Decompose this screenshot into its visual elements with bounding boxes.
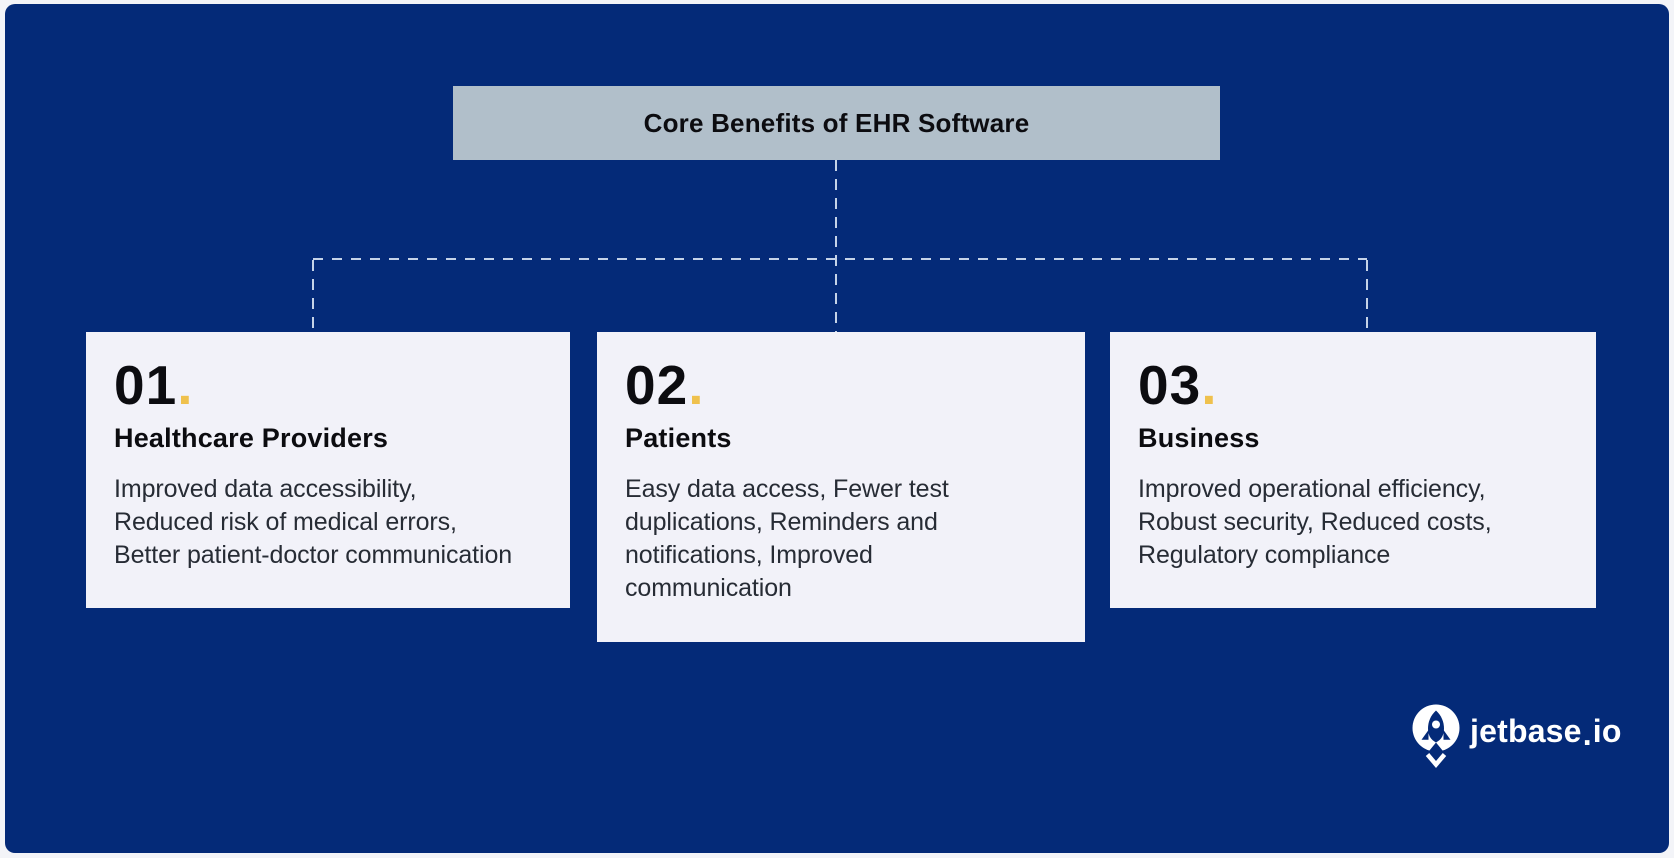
page-title: Core Benefits of EHR Software [643, 107, 1030, 138]
card-description-line: Better patient-doctor communication [114, 541, 513, 570]
logo-tld: io [1592, 713, 1622, 749]
card-number: 03. [1138, 354, 1568, 416]
card-number-text: 03 [1138, 354, 1202, 416]
card-description-line: communication [625, 574, 792, 603]
card-title: Patients [625, 423, 732, 454]
card-description: Improved data accessibility, Reduced ris… [114, 473, 542, 572]
logo-wordmark: jetbase.io [1470, 713, 1622, 752]
card-description-line: Reduced risk of medical errors, [114, 508, 457, 537]
card-description-line: Regulatory compliance [1138, 541, 1391, 570]
card-number-text: 01 [114, 354, 178, 416]
card-description-line: Improved operational efficiency, [1138, 475, 1486, 504]
benefit-card-patients: 02. Patients Easy data access, Fewer tes… [597, 332, 1085, 642]
benefit-card-business: 03. Business Improved operational effici… [1110, 332, 1596, 608]
card-description-line: Improved data accessibility, [114, 475, 417, 504]
card-description: Improved operational efficiency, Robust … [1138, 473, 1568, 572]
card-description-line: Robust security, Reduced costs, [1138, 508, 1492, 537]
card-number: 02. [625, 354, 1057, 416]
accent-dot: . [688, 354, 705, 416]
card-description-line: duplications, Reminders and [625, 508, 938, 537]
card-title: Healthcare Providers [114, 423, 389, 454]
rocket-icon [1412, 704, 1460, 768]
logo-name: jetbase [1470, 713, 1582, 749]
accent-dot: . [1201, 354, 1218, 416]
card-description-line: notifications, Improved [625, 541, 873, 570]
card-description: Easy data access, Fewer test duplication… [625, 473, 1057, 605]
header-box: Core Benefits of EHR Software [453, 86, 1220, 160]
card-number: 01. [114, 354, 542, 416]
logo-dot: . [1582, 716, 1592, 752]
card-title: Business [1138, 423, 1260, 454]
card-number-text: 02 [625, 354, 689, 416]
benefit-card-healthcare-providers: 01. Healthcare Providers Improved data a… [86, 332, 570, 608]
jetbase-logo: jetbase.io [1411, 704, 1622, 768]
accent-dot: . [177, 354, 194, 416]
card-description-line: Easy data access, Fewer test [625, 475, 949, 504]
